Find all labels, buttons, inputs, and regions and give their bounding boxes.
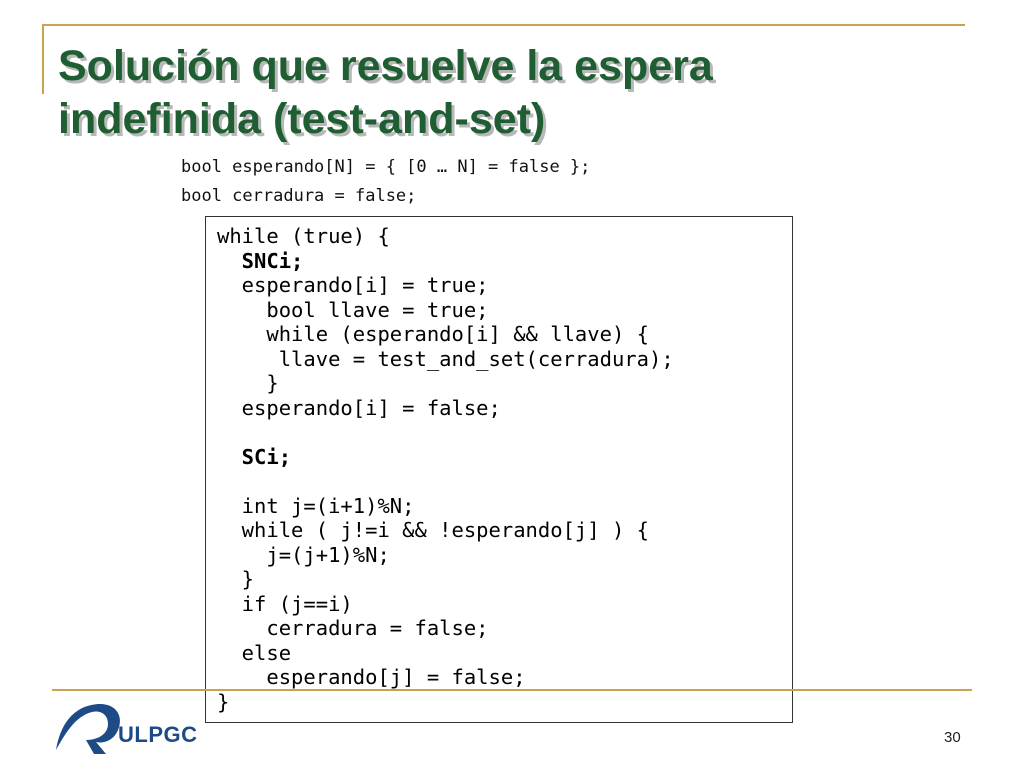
slide-title: Solución que resuelve la espera indefini… xyxy=(58,40,958,146)
bottom-decorative-line xyxy=(52,689,972,691)
code-line: SCi; xyxy=(217,444,292,469)
code-line: } xyxy=(217,567,255,591)
code-line: SNCi; xyxy=(217,248,304,273)
code-line: esperando[i] = true; xyxy=(217,273,489,297)
code-line: } xyxy=(217,371,279,395)
code-line: j=(j+1)%N; xyxy=(217,542,390,567)
code-line: cerradura = false; xyxy=(217,616,489,640)
slide-title-line-2: indefinida (test-and-set) xyxy=(58,95,546,143)
top-decorative-line xyxy=(42,24,965,26)
code-line: } xyxy=(217,689,230,714)
shared-declarations: bool esperando[N] = { [0 … N] = false };… xyxy=(181,153,590,211)
code-line: llave = test_and_set(cerradura); xyxy=(217,346,674,371)
ulpgc-logo-text: ULPGC xyxy=(118,722,198,747)
code-line: if (j==i) xyxy=(217,591,353,616)
page-number: 30 xyxy=(944,729,961,746)
declaration-line: bool cerradura = false; xyxy=(181,186,417,206)
code-line: bool llave = true; xyxy=(217,297,489,322)
code-line: while (esperando[i] && llave) { xyxy=(217,322,649,346)
code-line: int j=(i+1)%N; xyxy=(217,493,415,518)
ulpgc-logo-icon xyxy=(56,703,120,754)
left-decorative-line xyxy=(42,24,44,94)
code-line: while (true) { xyxy=(217,224,390,248)
code-line xyxy=(217,469,792,494)
code-box: while (true) { SNCi; esperando[i] = true… xyxy=(205,216,793,723)
declaration-line: bool esperando[N] = { [0 … N] = false }; xyxy=(181,157,591,177)
code-line: esperando[j] = false; xyxy=(217,665,526,689)
code-line: while ( j!=i && !esperando[j] ) { xyxy=(217,518,649,542)
code-line: esperando[i] = false; xyxy=(217,395,501,420)
code-line xyxy=(217,420,792,445)
code-line: else xyxy=(217,640,292,665)
slide-title-line-1: Solución que resuelve la espera xyxy=(58,42,713,90)
